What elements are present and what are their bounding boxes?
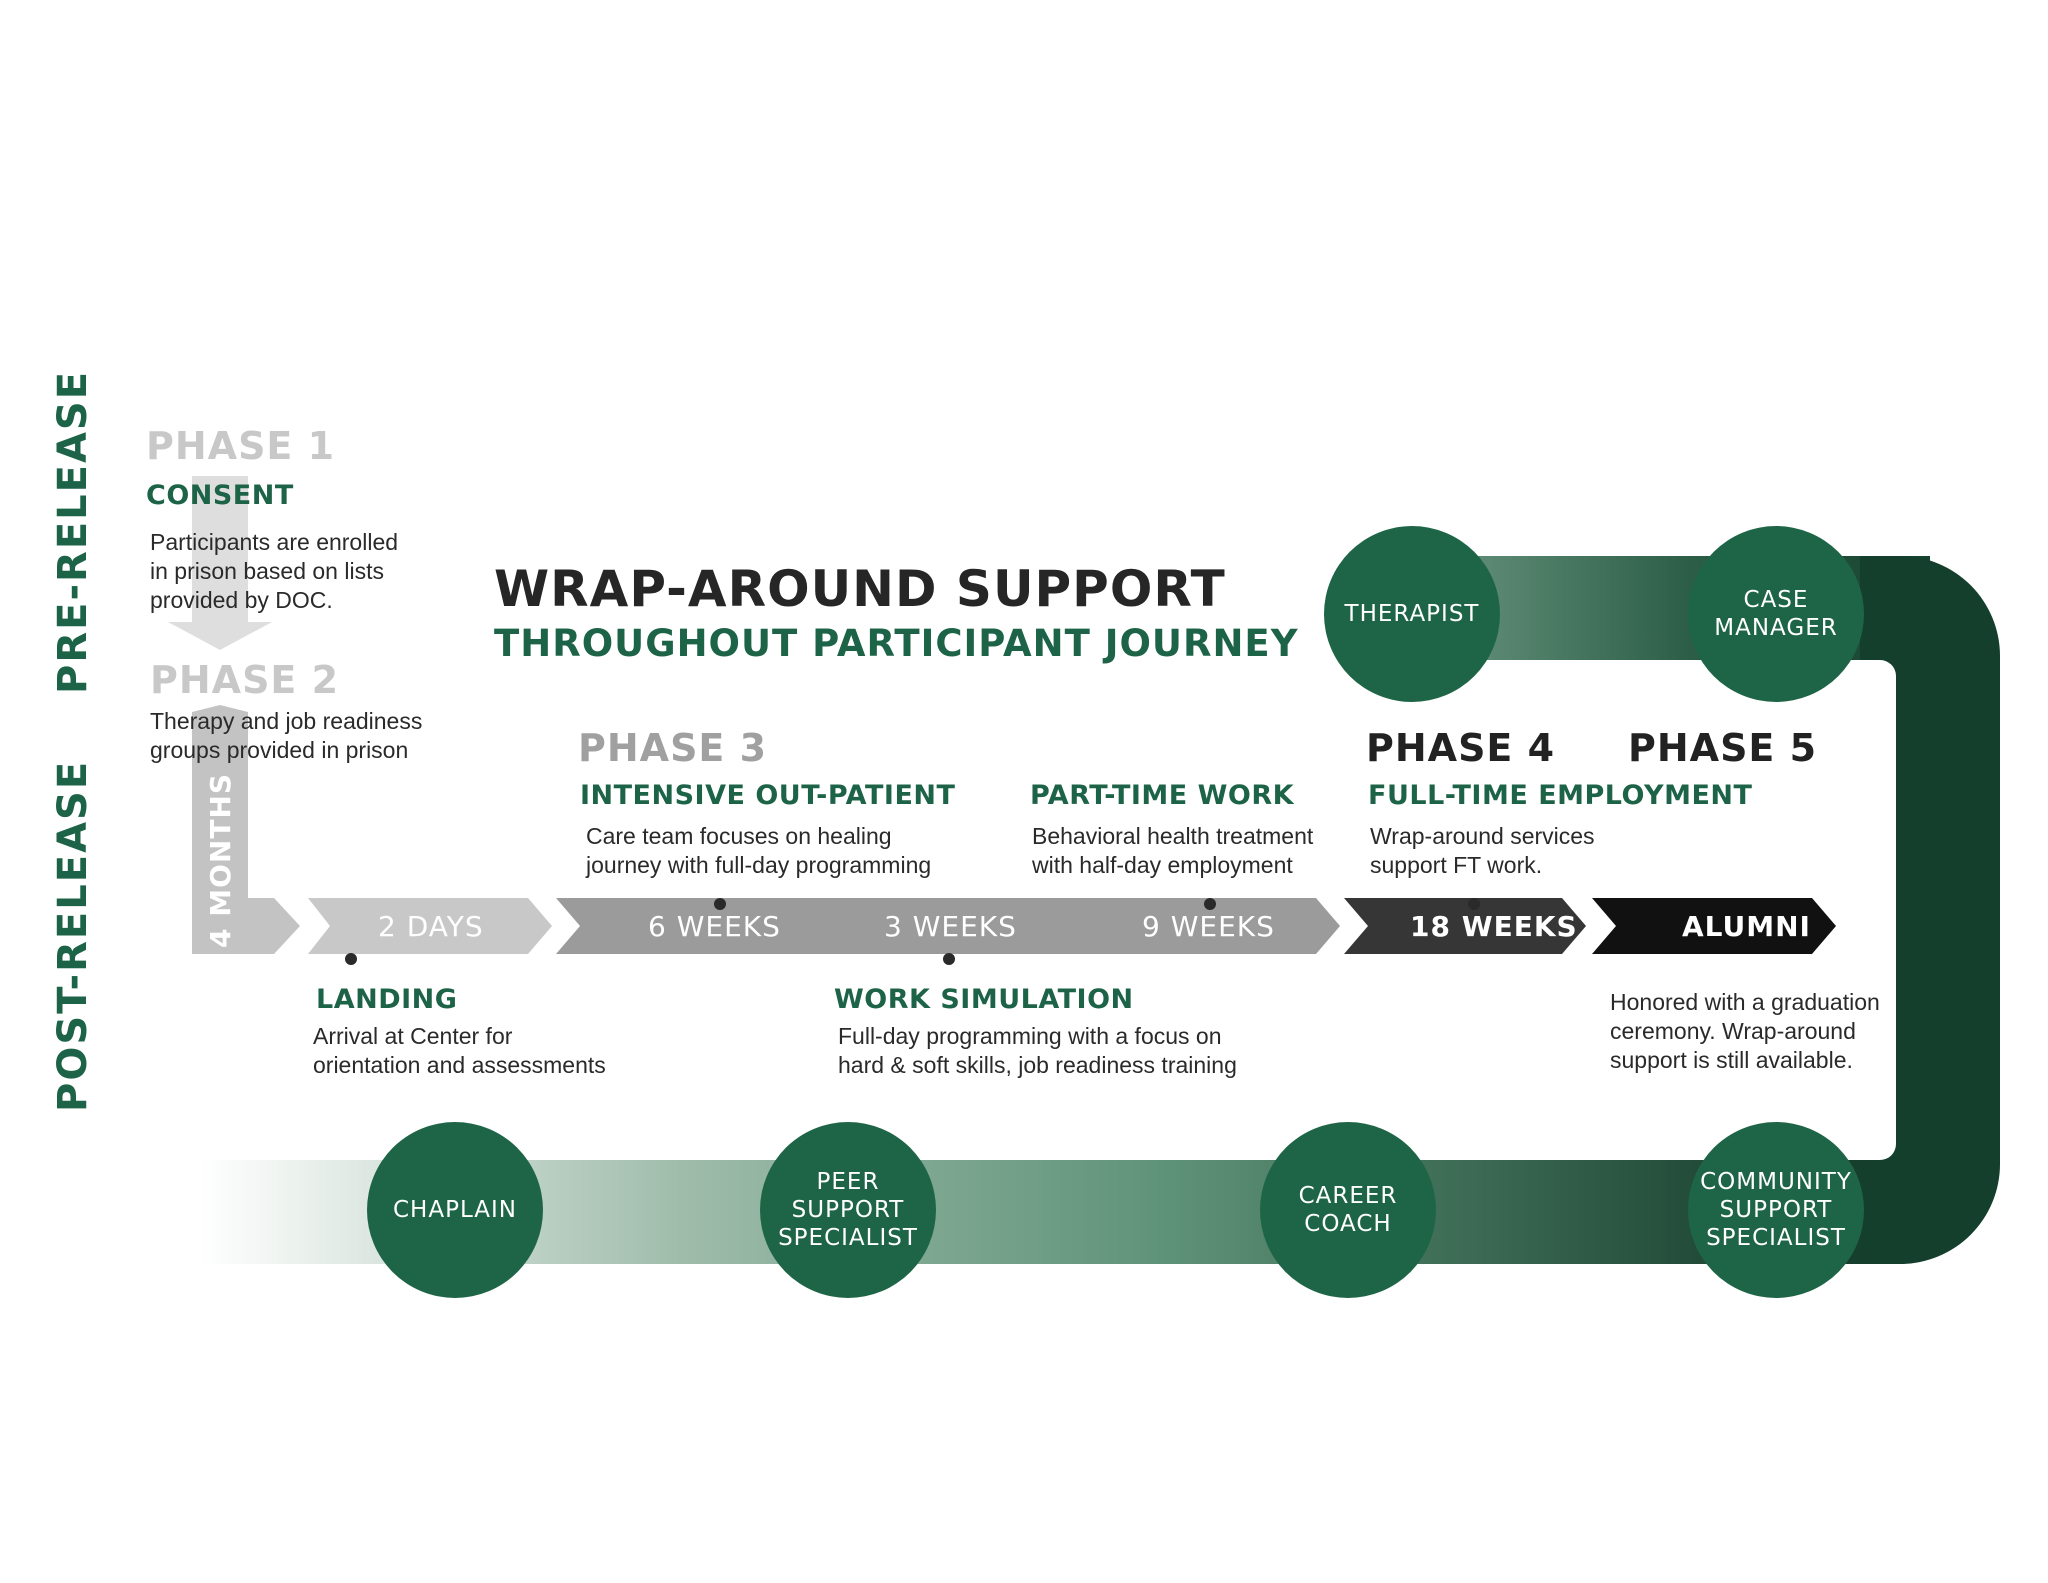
phase2-connector [192, 705, 300, 954]
phase3-desc: Care team focuses on healing journey wit… [586, 823, 932, 878]
marker-dot [714, 898, 726, 910]
phase3-name: INTENSIVE OUT-PATIENT [580, 780, 956, 811]
phase2-desc: Therapy and job readiness groups provide… [150, 708, 423, 763]
role-peer-support-specialist: PEER SUPPORT SPECIALIST [760, 1122, 936, 1298]
phase1-connector [168, 476, 272, 650]
role-therapist: THERAPIST [1324, 526, 1500, 702]
role-career-coach: CAREER COACH [1260, 1122, 1436, 1298]
phase1-label: PHASE 1 [146, 424, 336, 468]
phase2-label: PHASE 2 [150, 658, 340, 702]
phase3-label: PHASE 3 [578, 726, 768, 770]
pre-release-label: PRE-RELEASE [50, 369, 96, 694]
marker-dot [1468, 898, 1480, 910]
timeline-6-weeks: 6 WEEKS [648, 910, 781, 943]
phase4-name: FULL-TIME EMPLOYMENT [1368, 780, 1753, 811]
phase5-label: PHASE 5 [1628, 726, 1818, 770]
loop-connector [1860, 556, 2000, 1264]
phase4-label: PHASE 4 [1366, 726, 1556, 770]
page-title: WRAP-AROUND SUPPORT [494, 560, 1226, 618]
timeline-2-days: 2 DAYS [378, 910, 484, 943]
role-chaplain: CHAPLAIN [367, 1122, 543, 1298]
timeline-9-weeks: 9 WEEKS [1142, 910, 1275, 943]
landing-desc: Arrival at Center for orientation and as… [313, 1023, 606, 1078]
duration-4-months: 4 MONTHS [204, 772, 237, 948]
phase1-name: CONSENT [146, 480, 294, 511]
work-sim-name: WORK SIMULATION [834, 984, 1134, 1015]
timeline-alumni: ALUMNI [1682, 910, 1811, 943]
arrow-alumni [1592, 898, 1836, 954]
arrow-2-days [308, 898, 552, 954]
page-subtitle: THROUGHOUT PARTICIPANT JOURNEY [494, 622, 1299, 665]
role-case-manager: CASE MANAGER [1688, 526, 1864, 702]
alumni-desc: Honored with a graduation ceremony. Wrap… [1610, 989, 1880, 1073]
part-time-desc: Behavioral health treatment with half-da… [1032, 823, 1314, 878]
marker-dot [943, 953, 955, 965]
work-sim-desc: Full-day programming with a focus on har… [838, 1023, 1237, 1078]
arrow-intensive [556, 898, 1340, 954]
phase4-desc: Wrap-around services support FT work. [1370, 823, 1595, 878]
role-community-support-specialist: COMMUNITY SUPPORT SPECIALIST [1688, 1122, 1864, 1298]
part-time-name: PART-TIME WORK [1030, 780, 1295, 811]
timeline-18-weeks: 18 WEEKS [1410, 910, 1578, 943]
marker-dot [1204, 898, 1216, 910]
marker-dot [345, 953, 357, 965]
landing-name: LANDING [316, 984, 458, 1015]
timeline-3-weeks: 3 WEEKS [884, 910, 1017, 943]
post-release-label: POST-RELEASE [50, 759, 96, 1112]
phase1-desc: Participants are enrolled in prison base… [150, 529, 399, 613]
arrow-18-weeks [1344, 898, 1586, 954]
